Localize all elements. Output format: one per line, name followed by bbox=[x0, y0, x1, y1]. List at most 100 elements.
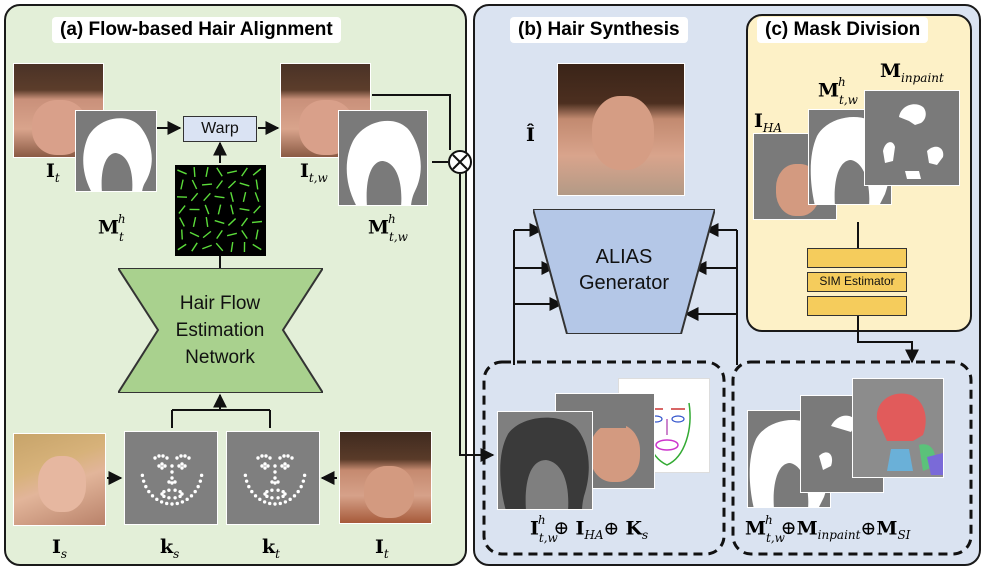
keypoint-dot bbox=[160, 492, 164, 496]
hair-mask-shape bbox=[83, 118, 152, 191]
keypoint-dot bbox=[256, 456, 260, 460]
flow-vector bbox=[239, 182, 250, 187]
keypoint-dot bbox=[165, 456, 169, 460]
keypoint-dot bbox=[260, 464, 264, 468]
sim-layer-bottom bbox=[807, 296, 907, 316]
alias-line-2: Generator bbox=[578, 272, 670, 294]
flow-vector bbox=[216, 167, 223, 177]
semantic-interaction-map bbox=[852, 378, 944, 478]
flow-vector bbox=[252, 168, 262, 176]
source-keypoints bbox=[124, 431, 218, 525]
keypoint-dot bbox=[180, 492, 184, 496]
keypoint-dot bbox=[290, 456, 294, 460]
keypoint-dot bbox=[283, 462, 287, 466]
keypoint-dot bbox=[177, 464, 181, 468]
keypoint-dot bbox=[302, 473, 307, 478]
panel-c-title: (c) Mask Division bbox=[757, 17, 929, 43]
warp-block: Warp bbox=[183, 116, 257, 142]
keypoint-dot bbox=[183, 464, 187, 468]
flow-network-label: Hair Flow Estimation Network bbox=[150, 290, 290, 371]
inpaint-mask-shape bbox=[883, 104, 944, 179]
flow-vector bbox=[201, 183, 213, 186]
flow-vector bbox=[205, 166, 209, 178]
keypoint-dot bbox=[157, 464, 161, 468]
flow-vector bbox=[181, 229, 183, 240]
keypoint-dot bbox=[262, 500, 267, 504]
keypoint-dot bbox=[153, 456, 157, 460]
keypoint-dot bbox=[159, 500, 164, 504]
flow-vector bbox=[191, 242, 198, 252]
keypoint-dot bbox=[296, 489, 300, 494]
keypoint-dot bbox=[196, 484, 200, 489]
keypoint-dot bbox=[258, 497, 262, 502]
keypoint-dot bbox=[273, 502, 277, 506]
keypoint-dot bbox=[278, 501, 282, 506]
keypoint-dot bbox=[189, 494, 194, 498]
label-I-HA: IHA bbox=[754, 110, 783, 135]
keypoint-dot bbox=[179, 454, 183, 458]
keypoint-dot bbox=[155, 497, 159, 502]
flow-vector bbox=[242, 191, 247, 203]
target-keypoints bbox=[226, 431, 320, 525]
label-k-t: kt bbox=[262, 536, 280, 561]
keypoint-dot bbox=[144, 484, 148, 489]
flow-vector bbox=[177, 169, 187, 175]
flow-vector bbox=[241, 167, 248, 177]
flow-vector bbox=[227, 180, 237, 189]
keypoint-dot bbox=[301, 479, 306, 483]
keypoint-dot bbox=[167, 480, 171, 484]
label-M-t-w-h-c: Mt,wh bbox=[818, 75, 858, 108]
hair-shape bbox=[500, 417, 589, 509]
keypoint-dot bbox=[140, 473, 145, 478]
keypoint-dot bbox=[173, 496, 177, 500]
keypoint-dot bbox=[292, 494, 297, 498]
flow-vector bbox=[204, 204, 210, 215]
flow-vector bbox=[180, 179, 184, 190]
flow-vector bbox=[254, 192, 260, 202]
keypoint-dot bbox=[141, 479, 146, 483]
keypoint-dot bbox=[163, 464, 167, 468]
keypoint-dot bbox=[270, 496, 274, 500]
keypoint-dot bbox=[173, 488, 177, 492]
keypoint-dot bbox=[193, 489, 197, 494]
flow-vector bbox=[227, 218, 237, 226]
label-output-concat: Mt,wh⊕Minpaint⊕MSI bbox=[745, 513, 911, 546]
keypoint-dot bbox=[170, 481, 174, 485]
keypoint-dot bbox=[170, 470, 174, 474]
keypoint-dot bbox=[263, 462, 267, 466]
warped-hair-mask bbox=[338, 110, 428, 206]
flow-vector bbox=[193, 166, 196, 178]
keypoint-dot bbox=[157, 454, 161, 458]
semantic-regions bbox=[876, 393, 943, 475]
keypoint-dot bbox=[276, 496, 280, 500]
label-k-s: ks bbox=[160, 536, 180, 561]
keypoint-dot bbox=[183, 454, 187, 458]
keypoint-dot bbox=[278, 456, 282, 460]
flow-vector bbox=[230, 241, 234, 253]
panel-b-title: (b) Hair Synthesis bbox=[510, 17, 688, 43]
source-image bbox=[13, 433, 106, 526]
keypoint-dot bbox=[281, 489, 285, 494]
flow-vector bbox=[178, 205, 186, 214]
keypoint-dot bbox=[270, 480, 274, 484]
keypoint-dot bbox=[263, 466, 267, 470]
label-M-t-h: Mth bbox=[98, 212, 126, 245]
keypoint-dot bbox=[170, 464, 174, 468]
flow-vector bbox=[230, 191, 234, 203]
label-input-concat: It,wh⊕ IHA⊕ Ks bbox=[530, 513, 649, 546]
flow-vector bbox=[230, 204, 234, 215]
flow-vector bbox=[226, 232, 238, 237]
keypoint-dot bbox=[265, 494, 269, 499]
sim-estimator-block: SIM Estimator bbox=[807, 272, 907, 292]
flow-vector bbox=[239, 208, 250, 211]
keypoint-dot bbox=[180, 462, 184, 466]
keypoint-dot bbox=[247, 484, 251, 489]
keypoint-dot bbox=[243, 473, 248, 478]
flow-network-line-2: Estimation bbox=[175, 320, 265, 341]
keypoint-dot bbox=[198, 479, 203, 483]
flow-vector bbox=[253, 205, 261, 214]
flow-vector bbox=[190, 192, 199, 202]
flow-vectors bbox=[176, 166, 263, 253]
keypoint-dot bbox=[265, 489, 269, 494]
